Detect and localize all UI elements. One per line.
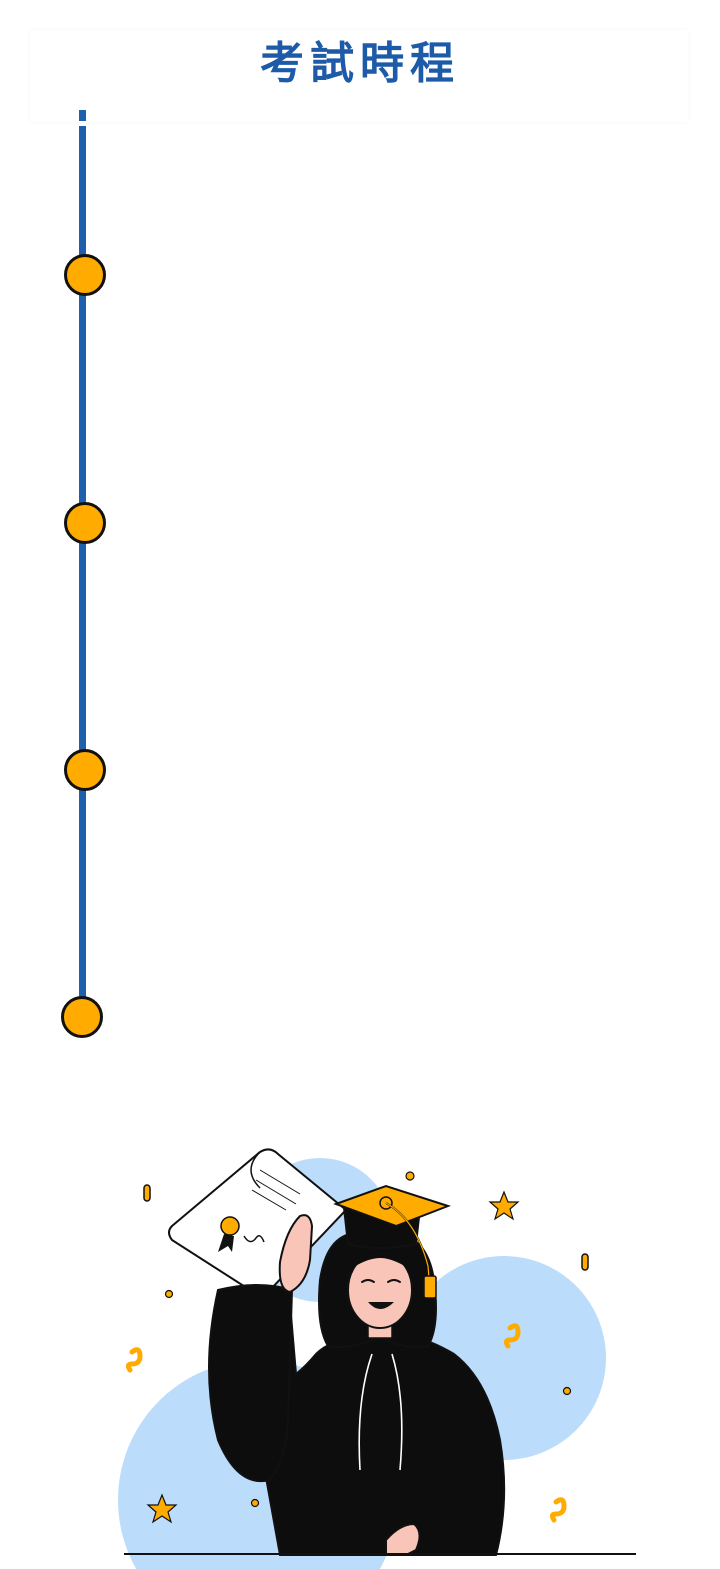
timeline-line	[79, 126, 86, 1010]
eye-left	[361, 1279, 375, 1283]
timeline-node-1	[64, 254, 106, 296]
confetti-star-2	[146, 1493, 178, 1524]
confetti-dot-4	[250, 1498, 260, 1508]
confetti-dot-2	[164, 1289, 174, 1299]
graduate-illustration-icon	[118, 1148, 636, 1569]
confetti-curl-3	[549, 1497, 567, 1523]
timeline	[61, 110, 106, 1038]
confetti-dot-1	[405, 1171, 415, 1181]
timeline-node-3	[64, 749, 106, 791]
header-card	[30, 30, 688, 122]
graduation-cap-icon	[333, 1184, 452, 1299]
diploma-icon	[168, 1148, 348, 1294]
gown-collar	[358, 1353, 403, 1471]
timeline-node-4	[61, 996, 103, 1038]
confetti-2	[581, 1253, 589, 1271]
confetti-curl-2	[503, 1323, 521, 1349]
timeline-cap	[79, 110, 86, 121]
page-title: 考試時程	[260, 38, 460, 89]
raised-arm	[208, 1284, 294, 1483]
timeline-node-2	[64, 502, 106, 544]
confetti-star-1	[488, 1190, 520, 1221]
confetti-curl-1	[125, 1347, 143, 1373]
mouth	[368, 1302, 394, 1309]
confetti-1	[143, 1184, 151, 1202]
confetti-dot-3	[562, 1386, 572, 1396]
lower-hand	[385, 1522, 421, 1556]
raised-hand	[278, 1214, 314, 1294]
eye-right	[387, 1279, 401, 1283]
